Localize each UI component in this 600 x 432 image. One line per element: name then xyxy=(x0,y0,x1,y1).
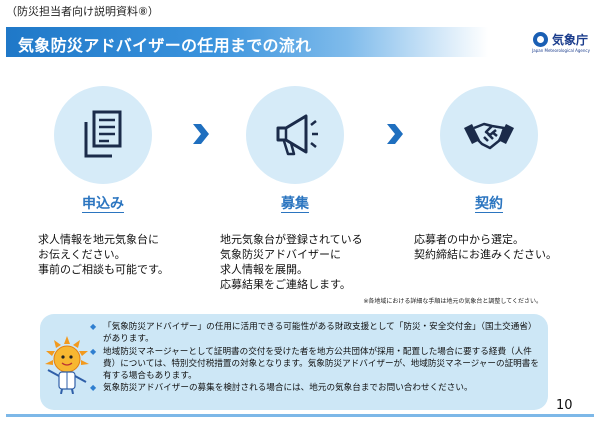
sun-mascot-icon xyxy=(45,336,89,394)
step-title-contract: 契約 xyxy=(475,196,503,212)
agency-logo-icon xyxy=(532,32,548,47)
list-item: ◆ 気象防災アドバイザーの募集を検討される場合には、地元の気象台までお問い合わせ… xyxy=(90,383,473,393)
step-desc-contract: 応募者の中から選定。 契約締結にお進みください。 xyxy=(414,233,557,261)
step-title-application: 申込み xyxy=(82,196,124,212)
footnote: ※各地域における詳細な手順は地元の気象台と調整してください。 xyxy=(363,298,542,305)
agency-name: 気象庁 xyxy=(551,33,588,47)
page-number: 10 xyxy=(556,398,573,413)
step-circle-contract xyxy=(440,86,538,184)
document-label: （防災担当者向け説明資料⑧） xyxy=(6,5,159,18)
step-desc-recruitment: 地元気象台が登録されている 気象防災アドバイザーに 求人情報を展開。 応募結果を… xyxy=(220,233,363,291)
info-list: ◆ 「気象防災アドバイザー」の任用に活用できる可能性がある財政支援として「防災・… xyxy=(90,321,542,395)
step-desc-application: 求人情報を地元気象台に お伝えください。 事前のご相談も可能です。 xyxy=(38,233,169,276)
document-icon xyxy=(84,110,122,158)
arrow-right-icon xyxy=(193,124,209,144)
diamond-bullet-icon: ◆ xyxy=(90,322,97,331)
arrow-right-icon xyxy=(387,124,403,144)
megaphone-icon xyxy=(276,114,318,156)
bottom-divider xyxy=(6,414,594,417)
diamond-bullet-icon: ◆ xyxy=(90,346,97,356)
step-title-recruitment: 募集 xyxy=(281,196,309,212)
list-item: ◆ 「気象防災アドバイザー」の任用に活用できる可能性がある財政支援として「防災・… xyxy=(90,322,537,344)
step-circle-application xyxy=(54,86,152,184)
list-item: ◆ 地域防災マネージャーとして証明書の交付を受けた者を地方公共団体が採用・配置し… xyxy=(90,346,539,381)
agency-logo: 気象庁 xyxy=(532,31,588,48)
title-bar: 気象防災アドバイザーの任用までの流れ 気象庁 Japan Meteorologi… xyxy=(6,27,594,57)
info-box: ◆ 「気象防災アドバイザー」の任用に活用できる可能性がある財政支援として「防災・… xyxy=(40,314,548,410)
agency-name-english: Japan Meteorological Agency xyxy=(532,48,590,53)
page-title: 気象防災アドバイザーの任用までの流れ xyxy=(18,36,312,55)
step-circle-recruitment xyxy=(246,86,344,184)
handshake-icon xyxy=(464,122,514,150)
diamond-bullet-icon: ◆ xyxy=(90,383,97,392)
